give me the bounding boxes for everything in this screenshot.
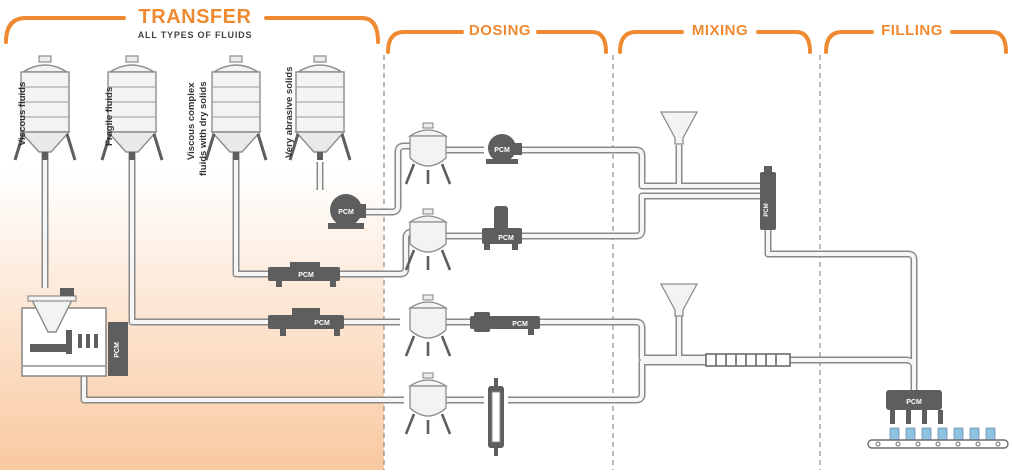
transfer-bracket-left [4,16,126,44]
section-title-filling: FILLING [881,22,943,39]
dosing-tank-3 [404,293,452,358]
transfer-bracket-right [264,16,380,44]
pc-pump-transfer-2: PCM [268,308,344,336]
pipe-meter-to-mixer [508,358,706,404]
mixing-funnel-1 [660,111,698,145]
dosing-tank-4 [404,371,452,436]
pump-brand-label: PCM [498,235,514,242]
tank-label-viscous-complex-line1: Viscous complex [186,82,197,160]
mixing-funnel-2 [660,283,698,317]
section-brackets [4,16,1008,54]
filler-brand-label: PCM [906,399,922,406]
pipes [41,142,918,404]
tank-label-viscous-fluids: Viscous fluids [17,81,28,146]
tank-label-fragile-fluids: Fragile fluids [104,86,115,146]
dosing-flow-meter [488,378,504,456]
pump-brand-label: PCM [298,272,314,279]
filling-machine: PCM [867,390,1009,449]
tank-label-very-abrasive: Very abrasive solids [284,66,295,158]
peristaltic-pump-transfer: PCM [328,194,366,229]
section-title-transfer: TRANSFER [138,6,252,28]
dosing-pump-3: PCM [470,312,540,335]
filling-bracket-right [950,30,1008,54]
dosing-bracket-right [536,30,608,54]
dosing-bracket-left [386,30,464,54]
pump-brand-label: PCM [314,320,330,327]
section-title-mixing: MIXING [691,22,749,39]
filling-bracket-left [824,30,874,54]
static-mixer-vertical: PCM [760,166,776,230]
pump-brand-label: PCM [338,209,354,216]
pump-brand-label: PCM [494,147,510,154]
skid-brand-label: PCM [114,342,121,358]
dosing-pump-1: PCM [486,134,522,164]
mixing-bracket-left [618,30,684,54]
transfer-skid-machine: PCM [21,288,128,377]
mixing-bracket-right [756,30,812,54]
dosing-tank-2 [404,207,452,272]
dosing-pump-2: PCM [482,206,522,250]
static-mixer-horizontal [705,353,791,367]
pump-brand-label: PCM [512,321,528,328]
section-title-dosing: DOSING [468,22,532,39]
section-subtitle-transfer: ALL TYPES OF FLUIDS [137,30,253,40]
pc-pump-transfer-1: PCM [268,262,340,287]
tank-label-viscous-complex-line2: fluids with dry solids [198,81,209,176]
dosing-tank-1 [404,121,452,186]
mixer-brand-label: PCM [764,203,770,216]
